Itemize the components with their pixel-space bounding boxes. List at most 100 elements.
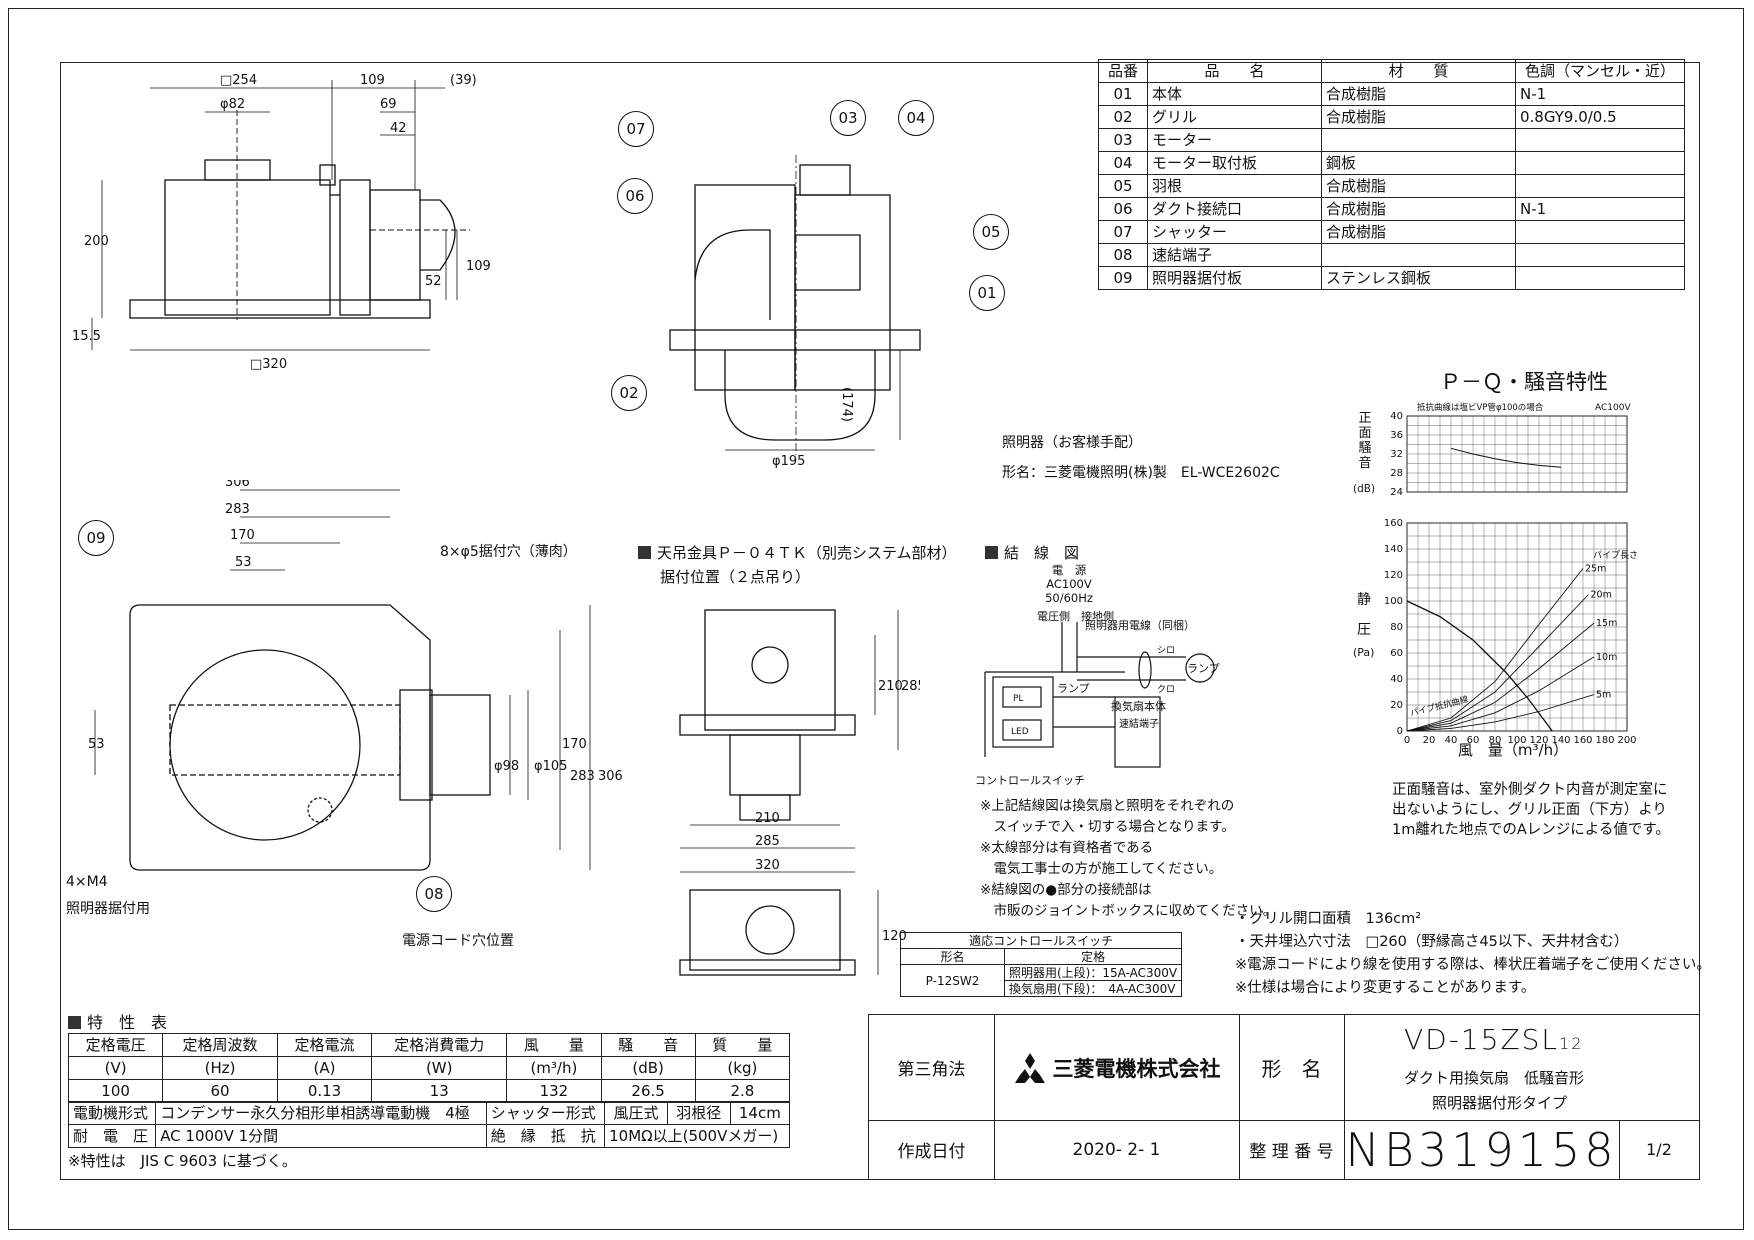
chart-series-line [1450, 447, 1562, 468]
spec-unit: (W) [371, 1056, 508, 1080]
projection-label: 第三角法 [869, 1015, 995, 1121]
sheet-number: 1/2 [1646, 1140, 1672, 1159]
insulation-value: 10MΩ以上(500Vメガー) [604, 1124, 790, 1148]
live-side-label: 電圧側 [1037, 610, 1070, 623]
light-fixture-label: 照明器（お客様手配） [1002, 435, 1142, 451]
spec-header: 定格消費電力 [371, 1033, 508, 1057]
chart-series-line [1406, 600, 1553, 732]
title-block: 第三角法 三菱電機株式会社 形 名 VD-15ZSL12 ダクト用換気扇 低騒音… [868, 1014, 1700, 1180]
parts-header: 品 名 [1147, 59, 1322, 83]
chart-ytick: 28 [1390, 468, 1403, 479]
motor-label: 電動機形式 [67, 1101, 157, 1125]
dim-320: 320 [755, 858, 780, 873]
parts-cell: 鋼板 [1321, 151, 1516, 175]
wiring-note-line: ※太線部分は有資格者である [980, 840, 1154, 856]
chart-xtick: 180 [1595, 735, 1614, 746]
parts-cell: 速結端子 [1147, 243, 1322, 267]
side-view-drawing: □254 109 (39) φ82 69 42 200 109 52 15.5 … [72, 73, 491, 372]
dim-283v: 283 [570, 769, 595, 784]
chart-ytick: 100 [1384, 596, 1403, 607]
chart-ytick: 40 [1390, 411, 1403, 422]
motor-value: コンデンサー永久分相形単相誘導電動機 4極 [155, 1101, 487, 1125]
callout-09: 09 [78, 520, 114, 556]
spec-value: 60 [162, 1079, 278, 1103]
light-wire-label: 照明器用電線（同梱） [1085, 618, 1195, 632]
noise-chart-annotation: AC100V [1595, 403, 1631, 413]
spec-value: 100 [67, 1079, 164, 1103]
callout-06: 06 [617, 178, 653, 214]
wiring-notes: ※上記結線図は換気扇と照明をそれぞれの スイッチで入・切する場合となります。※太… [980, 796, 1276, 922]
parts-cell: 04 [1098, 151, 1148, 175]
parts-cell: シャッター [1147, 220, 1322, 244]
parts-cell: 0.8GY9.0/0.5 [1515, 105, 1685, 129]
side-notes: ・グリル開口面積 136cm² ・天井埋込穴寸法 □260（野縁高さ45以下、天井… [1235, 908, 1711, 1000]
light-fixture-shape [724, 350, 876, 441]
noise-unit-label: (dB) [1353, 483, 1375, 495]
pq-xlabel: 風 量（m³/h） [1458, 741, 1568, 758]
noise-chart-subtitle: 抵抗曲線は塩ビVP管φ100の場合 [1417, 402, 1544, 413]
model-number-text: VD-15ZSL [1404, 1023, 1560, 1056]
noise-note-line: 1m離れた地点でのAレンジによる値です。 [1392, 822, 1670, 838]
wiring-diagram: 電 源 AC100V 50/60Hz 電圧側 接地側 照明器用電線（同梱） ラン… [975, 563, 1220, 787]
parts-cell: 合成樹脂 [1321, 174, 1516, 198]
section-view-drawing: φ195 (174) [669, 155, 921, 469]
spec-value: 2.8 [694, 1079, 791, 1103]
parts-cell: 08 [1098, 243, 1148, 267]
chart-ytick: 60 [1390, 648, 1403, 659]
chart-xtick: 100 [1507, 735, 1526, 746]
chart-series-line [1406, 622, 1595, 732]
side-note-line: ※電源コードにより線を使用する際は、棒状圧着端子をご使用ください。 [1235, 957, 1711, 973]
spec-unit: (dB) [600, 1056, 696, 1080]
callout-05: 05 [973, 214, 1009, 250]
side-note-line: ・グリル開口面積 136cm² [1235, 911, 1422, 927]
chart-series-label: 25m [1585, 564, 1606, 575]
dim-53: 53 [235, 555, 252, 570]
black-wire-label: クロ [1157, 684, 1175, 695]
parts-cell: 05 [1098, 174, 1148, 198]
spec-unit: (m³/h) [506, 1056, 602, 1080]
chart-ytick: 20 [1390, 700, 1403, 711]
chart-series-label: 5m [1596, 690, 1611, 701]
m4-label: 4×M4 [66, 874, 108, 890]
insulation-label: 絶 縁 抵 抗 [485, 1124, 606, 1148]
side-note-line: ・天井埋込穴寸法 □260（野縁高さ45以下、天井材含む） [1235, 934, 1629, 950]
chart-xtick: 80 [1489, 735, 1502, 746]
dim-69: 69 [380, 97, 397, 112]
dim-170v: 170 [562, 737, 587, 752]
parts-cell: 09 [1098, 266, 1148, 290]
power-label: 電 源 [1052, 563, 1087, 577]
spec-value: 26.5 [600, 1079, 696, 1103]
fan-body-label: 換気扇本体 [1111, 699, 1166, 713]
dim-phi195: φ195 [772, 454, 805, 469]
power-frequency: 50/60Hz [1045, 591, 1093, 605]
hanger-title: 天吊金具Ｐ－０４ＴＫ（別売システム部材） [638, 542, 957, 563]
dim-285: 285 [901, 679, 920, 694]
dim-285h: 285 [755, 834, 780, 849]
dim-210h: 210 [755, 811, 780, 826]
parts-cell [1321, 243, 1516, 267]
callout-03: 03 [830, 100, 866, 136]
spec-unit: (A) [276, 1056, 373, 1080]
pq-ylabel-b: 圧 [1357, 622, 1371, 638]
pq-legend-title: パイプ長さ [1593, 550, 1638, 561]
parts-cell [1515, 266, 1685, 290]
chart-series-line [1406, 656, 1595, 732]
dim-109: 109 [360, 73, 385, 88]
chart-ytick: 40 [1390, 674, 1403, 685]
chart-ylabel: 正面騒音 [1358, 411, 1371, 471]
callout-07: 07 [618, 111, 654, 147]
pl-label: PL [1013, 694, 1023, 704]
model-suffix: 12 [1559, 1034, 1584, 1053]
section-marker-icon [638, 546, 651, 559]
chart-xtick: 20 [1423, 735, 1436, 746]
parts-cell: 羽根 [1147, 174, 1322, 198]
date-value: 2020- 2- 1 [994, 1120, 1240, 1179]
